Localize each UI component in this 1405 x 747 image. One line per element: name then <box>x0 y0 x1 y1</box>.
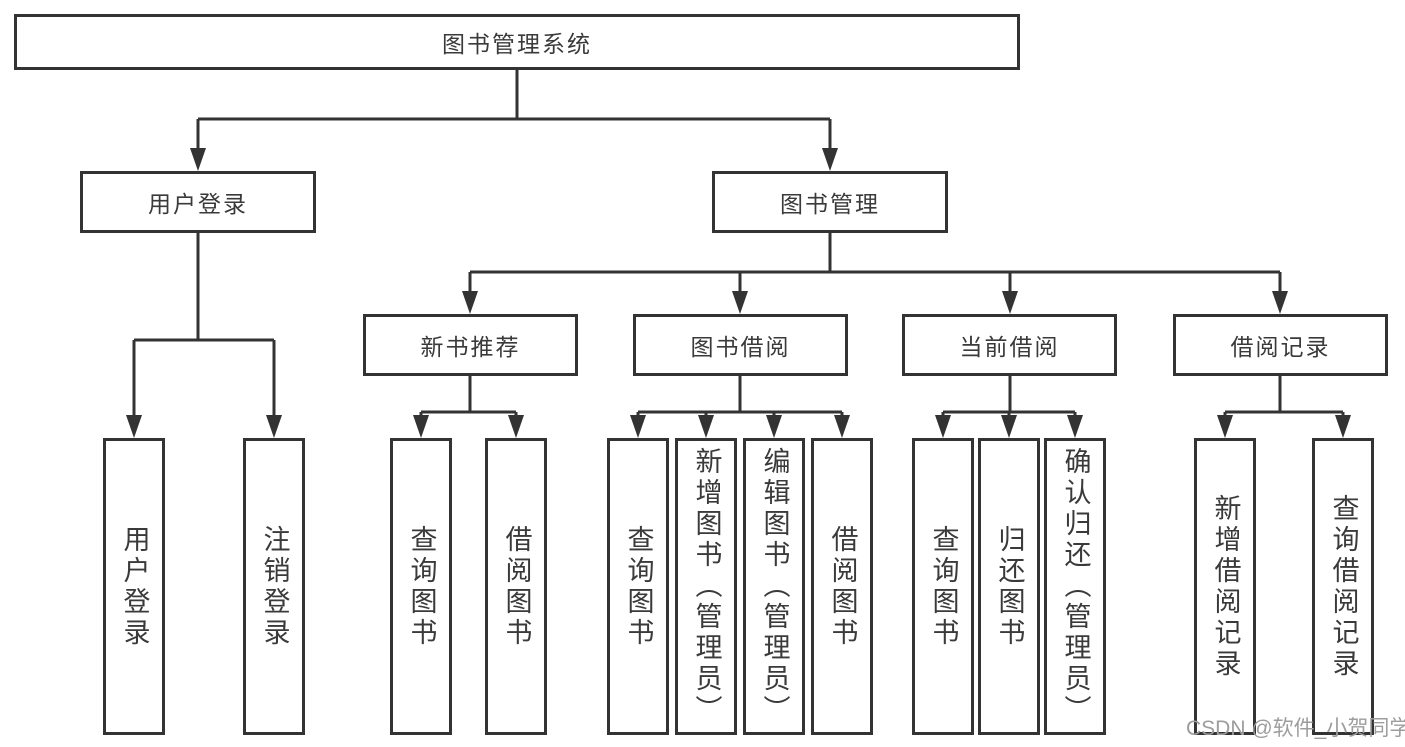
leaf-borrow-book-recommend: 借阅图书 <box>485 438 547 735</box>
arrow-down-icon <box>935 415 951 438</box>
node-root-label: 图书管理系统 <box>442 31 592 57</box>
leaf-borrow-book: 借阅图书 <box>811 438 873 735</box>
leaf-add-borrow-record-label: 新增借阅记录 <box>1210 493 1241 680</box>
leaf-confirm-return-admin: 确认归还（管理员） <box>1044 438 1106 735</box>
arrow-down-icon <box>190 148 206 171</box>
node-book-management-label: 图书管理 <box>780 191 880 217</box>
csdn-watermark: CSDN @软件_小贺同学 <box>1186 717 1405 740</box>
leaf-query-borrow-record: 查询借阅记录 <box>1312 438 1374 735</box>
leaf-query-book-borrowing: 查询图书 <box>607 438 669 735</box>
arrow-down-icon <box>822 148 838 171</box>
leaf-borrow-book-recommend-label: 借阅图书 <box>501 524 532 649</box>
leaf-borrow-book-label: 借阅图书 <box>827 524 858 649</box>
leaf-query-book-current: 查询图书 <box>912 438 974 735</box>
node-user-login-label: 用户登录 <box>148 191 248 217</box>
node-current-borrowing: 当前借阅 <box>902 314 1117 376</box>
node-user-login: 用户登录 <box>80 171 316 233</box>
node-book-borrowing: 图书借阅 <box>633 314 848 376</box>
node-borrowing-records: 借阅记录 <box>1173 314 1388 376</box>
leaf-query-book-recommend: 查询图书 <box>390 438 452 735</box>
arrow-down-icon <box>834 415 850 438</box>
leaf-add-book-admin: 新增图书（管理员） <box>675 438 737 735</box>
leaf-edit-book-admin: 编辑图书（管理员） <box>743 438 805 735</box>
arrow-down-icon <box>766 415 782 438</box>
leaf-return-book: 归还图书 <box>978 438 1040 735</box>
arrow-down-icon <box>1335 415 1351 438</box>
leaf-edit-book-admin-label: 编辑图书（管理员） <box>759 447 790 726</box>
leaf-logout-label: 注销登录 <box>259 524 290 649</box>
arrow-down-icon <box>1272 291 1288 314</box>
node-new-book-recommend-label: 新书推荐 <box>420 334 521 360</box>
leaf-query-book-current-label: 查询图书 <box>928 524 959 649</box>
arrow-down-icon <box>698 415 714 438</box>
arrow-down-icon <box>630 415 646 438</box>
connector-paths <box>132 70 1345 420</box>
arrow-down-icon <box>1217 415 1233 438</box>
arrowheads <box>126 148 1351 438</box>
arrow-down-icon <box>462 291 478 314</box>
leaf-confirm-return-admin-label: 确认归还（管理员） <box>1060 447 1091 726</box>
leaf-user-login-label: 用户登录 <box>119 524 150 649</box>
leaf-query-borrow-record-label: 查询借阅记录 <box>1328 493 1359 680</box>
node-borrowing-records-label: 借阅记录 <box>1230 334 1331 360</box>
arrow-down-icon <box>1001 415 1017 438</box>
leaf-add-borrow-record: 新增借阅记录 <box>1194 438 1256 735</box>
leaf-user-login: 用户登录 <box>103 438 165 735</box>
leaf-logout: 注销登录 <box>243 438 305 735</box>
arrow-down-icon <box>413 415 429 438</box>
arrow-down-icon <box>732 291 748 314</box>
arrow-down-icon <box>1067 415 1083 438</box>
arrow-down-icon <box>508 415 524 438</box>
node-new-book-recommend: 新书推荐 <box>363 314 578 376</box>
leaf-add-book-admin-label: 新增图书（管理员） <box>691 447 722 726</box>
leaf-query-book-recommend-label: 查询图书 <box>406 524 437 649</box>
node-book-management: 图书管理 <box>712 171 948 233</box>
arrow-down-icon <box>126 415 142 438</box>
leaf-return-book-label: 归还图书 <box>994 524 1025 649</box>
node-book-borrowing-label: 图书借阅 <box>690 334 791 360</box>
node-root: 图书管理系统 <box>14 14 1020 70</box>
node-current-borrowing-label: 当前借阅 <box>959 334 1060 360</box>
arrow-down-icon <box>1002 291 1018 314</box>
leaf-query-book-borrowing-label: 查询图书 <box>623 524 654 649</box>
arrow-down-icon <box>266 415 282 438</box>
